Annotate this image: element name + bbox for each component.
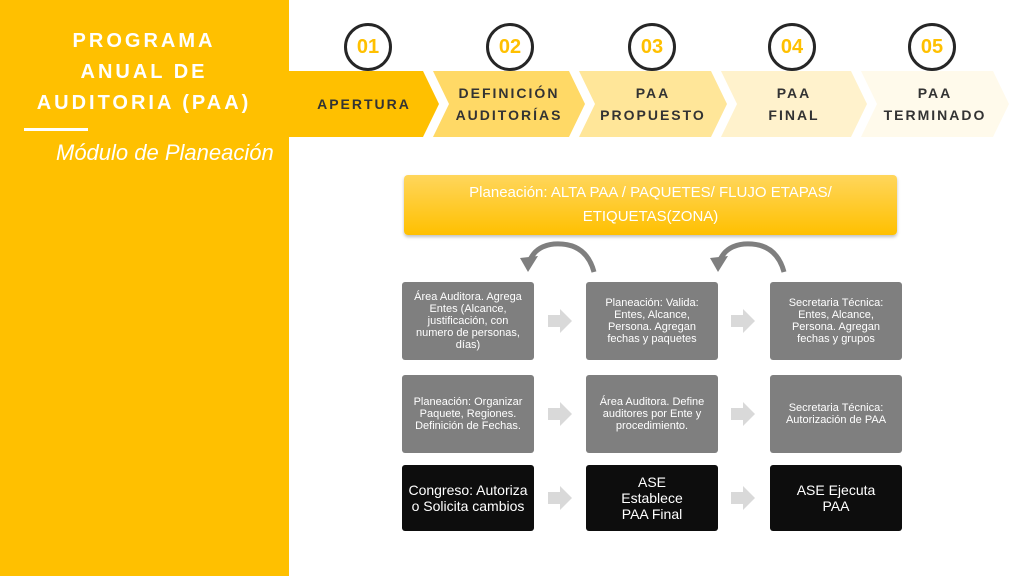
stage-chevron-1: APERTURA <box>289 71 439 137</box>
module-subtitle: Módulo de Planeación <box>56 140 274 165</box>
stage-label-4: PAA FINAL <box>768 85 820 123</box>
sidebar: PROGRAMA ANUAL DE AUDITORIA (PAA) Módulo… <box>0 0 289 576</box>
curved-arrow-left-icon <box>520 241 597 273</box>
step-box-r2-c3: Secretaria Técnica: Autorización de PAA <box>770 375 902 453</box>
stage-number-2: 02 <box>486 23 534 71</box>
stage-chevron-2: DEFINICIÓN AUDITORÍAS <box>433 71 585 137</box>
stage-chevron-3: PAA PROPUESTO <box>579 71 727 137</box>
program-title: PROGRAMA ANUAL DE AUDITORIA (PAA) <box>10 26 278 119</box>
step-box-r1-c2: Planeación: Valida: Entes, Alcance, Pers… <box>586 282 718 360</box>
stage-number-5: 05 <box>908 23 956 71</box>
program-title-line-1: PROGRAMA <box>72 30 216 52</box>
stage-label-3: PAA PROPUESTO <box>600 85 706 123</box>
step-box-r3-c1: Congreso: Autoriza o Solicita cambios <box>402 465 534 531</box>
program-title-line-3: AUDITORIA (PAA) <box>36 92 252 114</box>
planning-banner: Planeación: ALTA PAA / PAQUETES/ FLUJO E… <box>404 175 897 235</box>
stage-number-4: 04 <box>768 23 816 71</box>
arrow-right-icon <box>731 309 755 333</box>
step-box-r1-c3: Secretaria Técnica: Entes, Alcance, Pers… <box>770 282 902 360</box>
title-divider <box>24 128 88 131</box>
stage-label-2: DEFINICIÓN AUDITORÍAS <box>455 85 563 123</box>
step-box-r3-c3: ASE Ejecuta PAA <box>770 465 902 531</box>
arrow-right-icon <box>731 402 755 426</box>
stage-chevron-4: PAA FINAL <box>721 71 867 137</box>
arrow-right-icon <box>548 309 572 333</box>
arrow-right-icon <box>548 402 572 426</box>
planning-banner-text: Planeación: ALTA PAA / PAQUETES/ FLUJO E… <box>469 184 832 225</box>
arrow-right-icon <box>548 486 572 510</box>
stage-chevron-5: PAA TERMINADO <box>861 71 1009 137</box>
stage-number-1: 01 <box>344 23 392 71</box>
step-box-r1-c1: Área Auditora. Agrega Entes (Alcance, ju… <box>402 282 534 360</box>
stage-label-5: PAA TERMINADO <box>883 85 987 123</box>
stage-label-1: APERTURA <box>317 96 411 112</box>
step-box-r3-c2: ASE Establece PAA Final <box>586 465 718 531</box>
step-box-r2-c1: Planeación: Organizar Paquete, Regiones.… <box>402 375 534 453</box>
program-title-line-2: ANUAL DE <box>80 61 208 83</box>
curved-arrow-left-icon-2 <box>710 241 787 273</box>
stage-number-3: 03 <box>628 23 676 71</box>
arrow-right-icon <box>731 486 755 510</box>
step-box-r2-c2: Área Auditora. Define auditores por Ente… <box>586 375 718 453</box>
